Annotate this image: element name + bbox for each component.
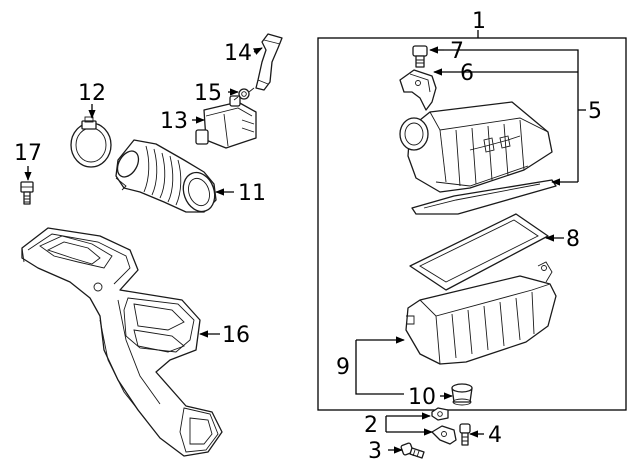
- callout-6: 6: [460, 61, 474, 86]
- callout-17: 17: [14, 141, 42, 166]
- callout-1: 1: [472, 9, 486, 34]
- part-17-bolt: [20, 181, 34, 205]
- part-6-bracket: [399, 69, 437, 111]
- part-14-hose: [255, 33, 283, 91]
- assembly-box: [317, 37, 627, 411]
- callout-3: 3: [368, 439, 382, 464]
- upper-air-cleaner-housing: [399, 101, 553, 193]
- callout-16: 16: [222, 323, 250, 348]
- part-2-nut: [431, 407, 449, 421]
- part-13-resonator: [195, 95, 257, 149]
- callout-4: 4: [488, 423, 502, 448]
- callout-8: 8: [566, 227, 580, 252]
- part-11-intake-hose: [115, 139, 217, 213]
- callout-13: 13: [160, 109, 188, 134]
- callout-14: 14: [224, 41, 252, 66]
- callout-2: 2: [364, 413, 378, 438]
- part-10-grommet: [451, 383, 473, 406]
- leader-lines: [24, 30, 586, 454]
- lower-air-cleaner-housing: [405, 261, 557, 365]
- callout-7: 7: [450, 39, 464, 64]
- part-12-clamp: [70, 116, 112, 168]
- callout-12: 12: [78, 81, 106, 106]
- callout-11: 11: [238, 181, 266, 206]
- callout-labels: 1 7 6 5 8 9 10 2 3 4 11 12 13 14 15 16 1…: [14, 9, 602, 464]
- callout-10: 10: [408, 385, 436, 410]
- part-15-clip: [233, 87, 255, 101]
- callout-9: 9: [336, 355, 350, 380]
- part-2-bracket: [431, 425, 457, 445]
- part-16-air-duct: [21, 227, 223, 457]
- callout-15: 15: [194, 81, 222, 106]
- callout-5: 5: [588, 99, 602, 124]
- part-4-bolt: [459, 423, 471, 446]
- part-7-bolt: [412, 45, 428, 68]
- part-3-bolt: [400, 442, 425, 459]
- part-5-gasket: [411, 179, 557, 215]
